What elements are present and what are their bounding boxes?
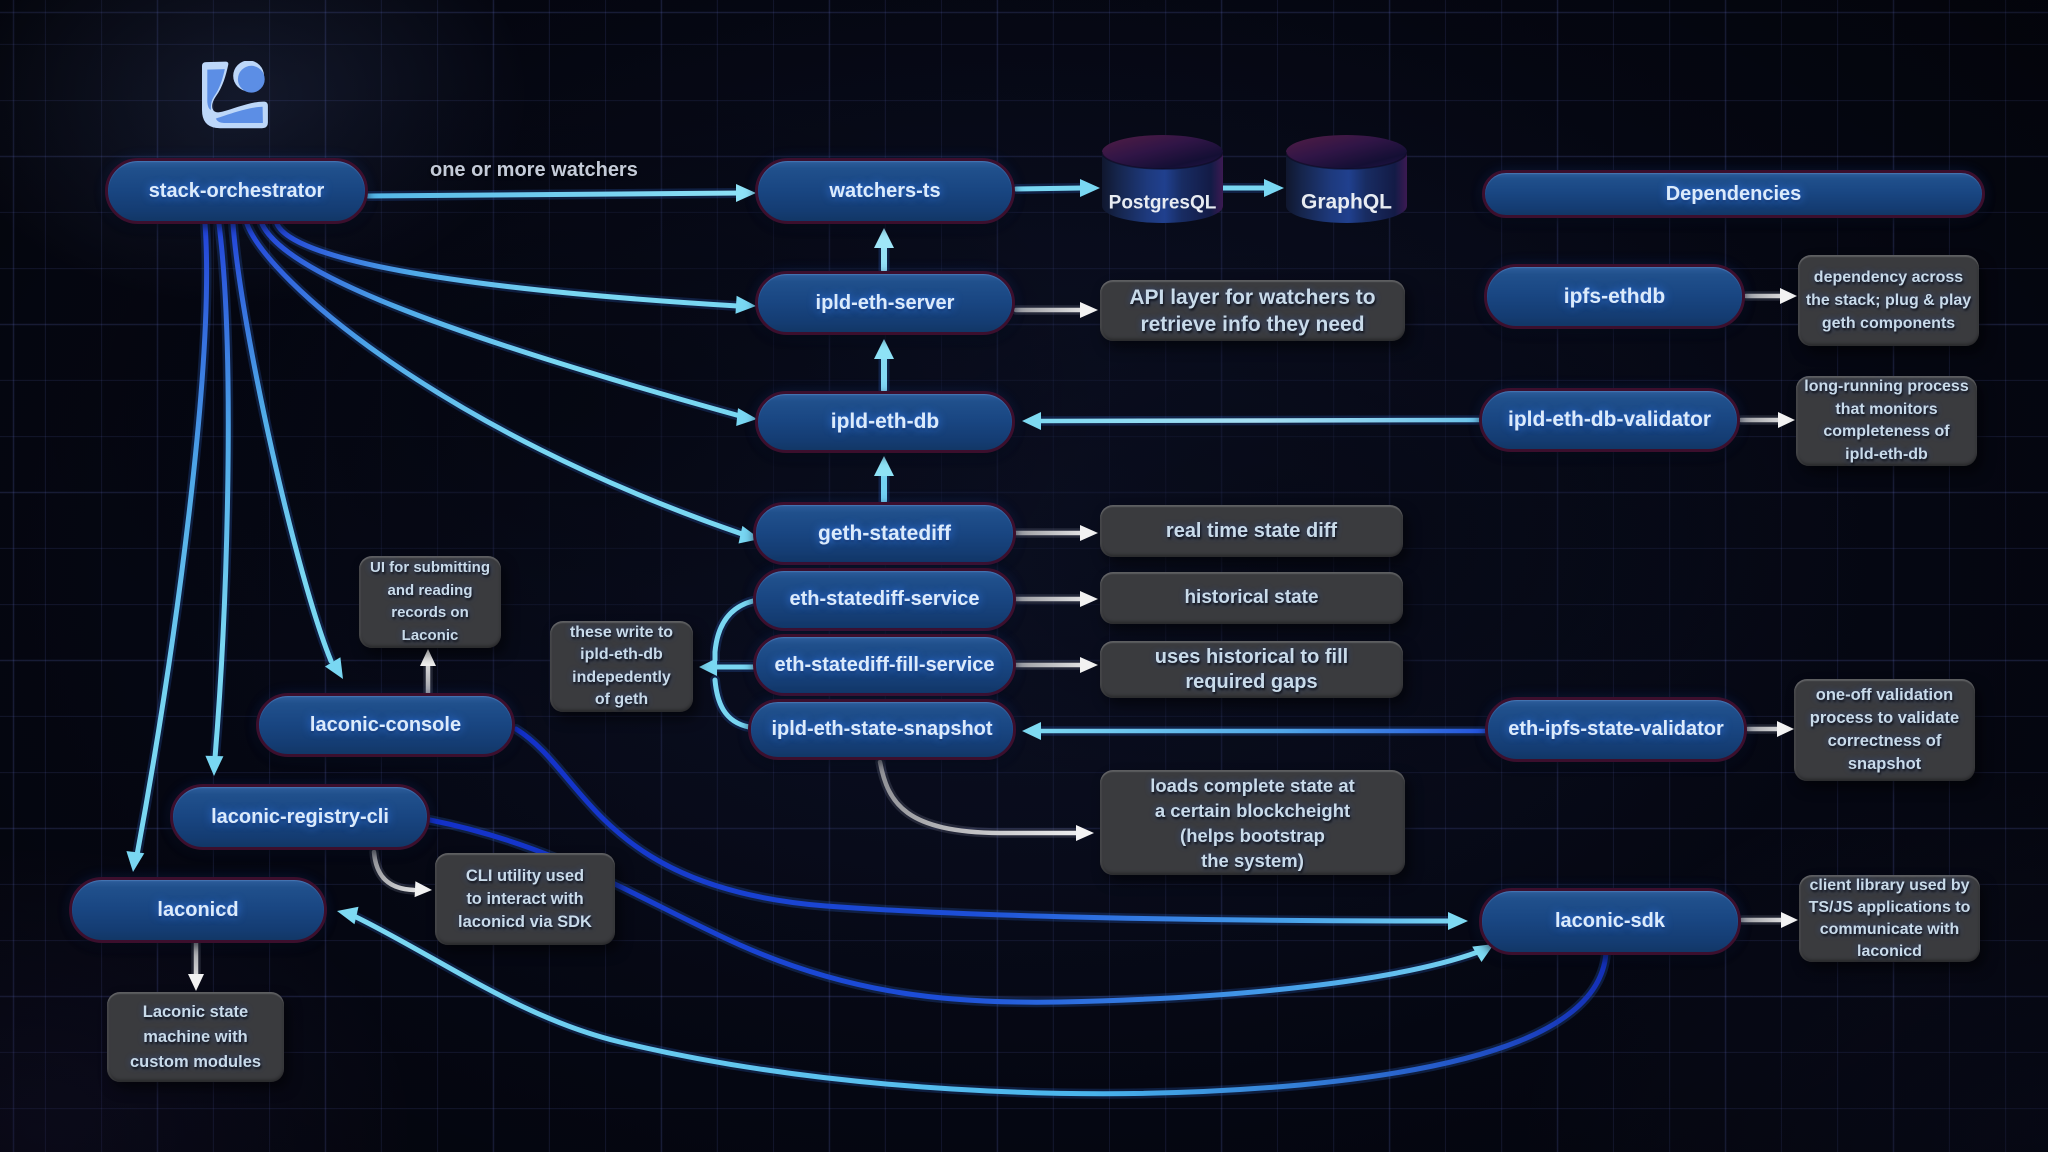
svg-text:PostgresQL: PostgresQL bbox=[1109, 193, 1217, 214]
svg-text:GraphQL: GraphQL bbox=[1301, 191, 1392, 214]
